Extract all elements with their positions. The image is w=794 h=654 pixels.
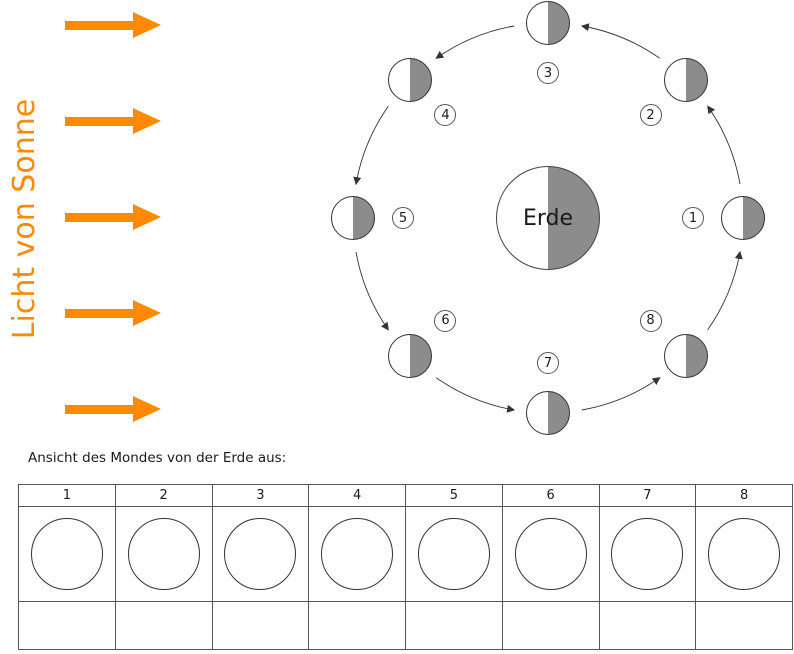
orbit-direction-arrow (580, 23, 661, 59)
answer-empty-cell (405, 601, 503, 650)
answer-empty-cell (308, 601, 406, 650)
orbit-direction-arrow (355, 251, 389, 331)
moon-position-7 (526, 391, 570, 435)
answer-empty-cell (695, 601, 793, 650)
moon-position-6 (388, 333, 433, 378)
moon-number-badge: 6 (434, 309, 457, 332)
answer-circle-row (18, 506, 793, 602)
answer-column-header: 6 (501, 484, 600, 507)
empty-moon-circle (611, 518, 684, 590)
answer-moon-cell (18, 506, 116, 602)
moon-number-badge: 8 (639, 309, 662, 332)
answer-empty-cell (211, 601, 310, 650)
moon-number-badge: 2 (639, 104, 662, 127)
orbit-direction-arrow (435, 377, 516, 413)
earth-label: Erde (522, 205, 574, 231)
answer-moon-cell (501, 506, 600, 602)
answer-column-header: 4 (308, 484, 406, 507)
empty-moon-circle (321, 518, 394, 590)
answer-moon-cell (695, 506, 793, 602)
answer-column-header: 8 (695, 484, 793, 507)
orbit-direction-arrow (707, 250, 743, 331)
moon-position-5 (331, 196, 375, 240)
empty-moon-circle (224, 518, 297, 590)
orbit-direction-arrow (353, 105, 389, 186)
answer-moon-cell (405, 506, 503, 602)
empty-moon-circle (30, 518, 103, 590)
moon-number-badge: 4 (434, 104, 457, 127)
answer-column-header: 1 (18, 484, 116, 507)
moon-position-3 (526, 1, 570, 45)
answer-column-header: 3 (211, 484, 310, 507)
sunlight-arrow-icon (65, 299, 161, 327)
answer-moon-cell (598, 506, 697, 602)
moon-position-4 (388, 58, 433, 103)
sunlight-arrow-icon (65, 203, 161, 231)
orbit-direction-arrow (581, 377, 661, 411)
empty-moon-circle (127, 518, 200, 590)
sunlight-arrow-icon (65, 395, 161, 423)
empty-moon-circle (708, 518, 781, 590)
answer-column-header: 2 (114, 484, 213, 507)
moon-position-1 (721, 196, 765, 240)
orbit-direction-arrow (435, 25, 515, 59)
sunlight-arrow-icon (65, 107, 161, 135)
answer-caption: Ansicht des Mondes von der Erde aus: (28, 450, 287, 466)
earth: Erde (496, 166, 600, 270)
answer-empty-cell (18, 601, 116, 650)
sunlight-arrow-icon (65, 11, 161, 39)
answer-column-header: 7 (598, 484, 697, 507)
moon-position-8 (663, 333, 708, 378)
answer-empty-cell (114, 601, 213, 650)
empty-moon-circle (514, 518, 587, 590)
answer-moon-cell (308, 506, 406, 602)
moon-position-2 (663, 58, 708, 103)
moon-number-badge: 3 (537, 62, 559, 84)
empty-moon-circle (417, 518, 490, 590)
moon-number-badge: 5 (392, 207, 414, 229)
answer-column-header: 5 (405, 484, 503, 507)
moon-number-badge: 1 (682, 207, 704, 229)
answer-moon-cell (211, 506, 310, 602)
answer-empty-cell (501, 601, 600, 650)
sunlight-label: Licht von Sonne (7, 98, 42, 340)
orbit-direction-arrow (707, 105, 741, 185)
answer-empty-cell (598, 601, 697, 650)
answer-empty-row (18, 601, 793, 650)
moon-number-badge: 7 (537, 352, 559, 374)
answer-moon-cell (114, 506, 213, 602)
